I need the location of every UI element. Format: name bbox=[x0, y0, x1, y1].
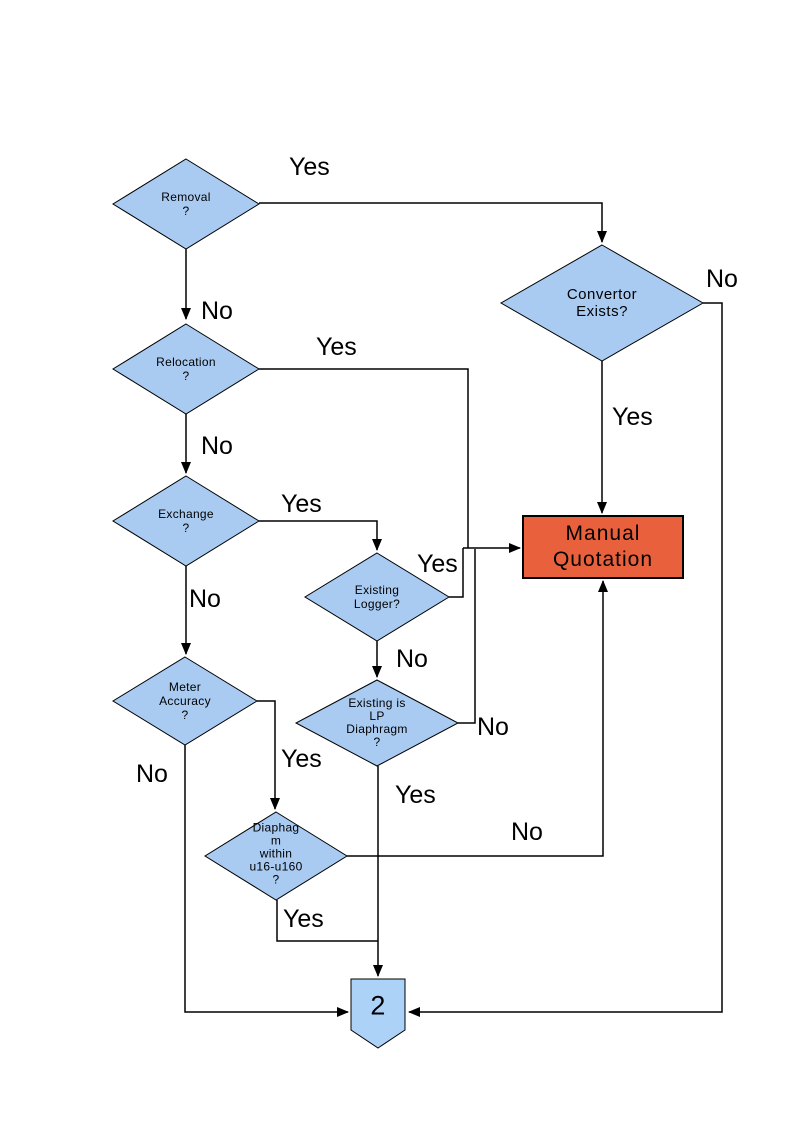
edge-accuracy-yes bbox=[257, 700, 280, 810]
decision-exchange bbox=[112, 475, 260, 567]
edge-logger-yes bbox=[449, 548, 464, 598]
decision-meter-accuracy bbox=[112, 656, 258, 746]
decision-removal bbox=[112, 158, 260, 250]
edge-diaphragm-yes bbox=[276, 900, 378, 942]
edge-accuracy-no bbox=[184, 745, 349, 1017]
decision-relocation bbox=[112, 323, 260, 415]
terminal-manual-quotation bbox=[522, 515, 684, 579]
decision-diaphragm-within bbox=[204, 811, 348, 901]
edge-relocation-yes bbox=[259, 368, 469, 548]
edge-convertor-no bbox=[408, 302, 723, 1017]
decision-existing-lp-diaphragm bbox=[294, 679, 460, 767]
edge-lp-no bbox=[458, 549, 476, 724]
decision-convertor-exists bbox=[499, 244, 705, 362]
edge-diaphragm-no bbox=[347, 580, 608, 857]
edge-exchange-yes bbox=[259, 520, 382, 551]
offpage-connector-shape bbox=[350, 978, 406, 1049]
decision-existing-logger bbox=[304, 552, 450, 642]
edge-removal-yes bbox=[259, 202, 607, 243]
